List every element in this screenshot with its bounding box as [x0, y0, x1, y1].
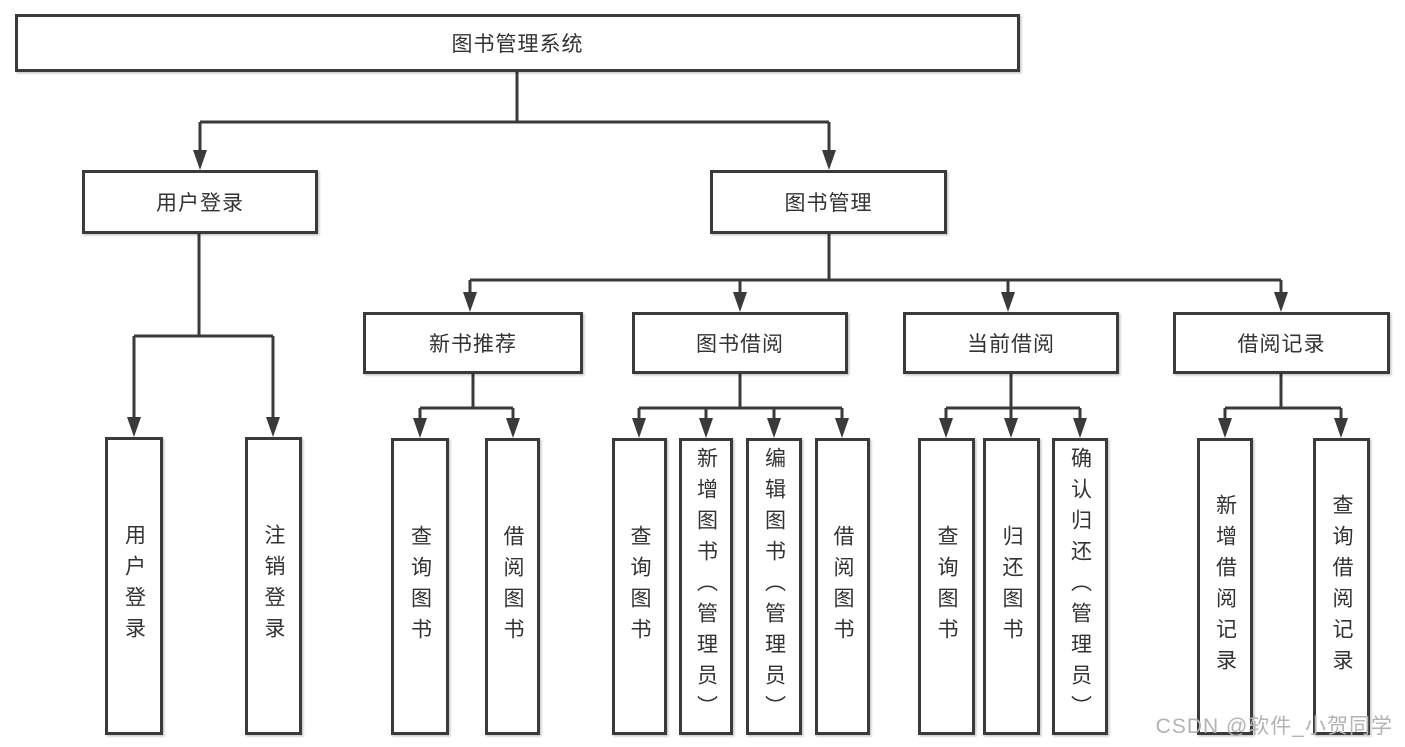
leaf-user-login: 用户登录	[105, 437, 163, 735]
leaf-br-add-record-label: 新增借阅记录	[1213, 493, 1237, 680]
leaf-user-login-label: 用户登录	[122, 524, 146, 648]
leaf-br-add-record: 新增借阅记录	[1197, 438, 1253, 735]
node-user-login: 用户登录	[82, 170, 318, 234]
leaf-bb-add-books-admin: 新增图书（管理员）	[679, 438, 733, 735]
leaf-br-query-record: 查询借阅记录	[1313, 438, 1370, 735]
leaf-nb-query-books: 查询图书	[391, 438, 449, 735]
arrowheads	[127, 150, 1348, 438]
leaf-cb-confirm-return-admin-label: 确认归还（管理员）	[1068, 447, 1092, 726]
leaf-bb-query-books-label: 查询图书	[628, 524, 651, 649]
node-root: 图书管理系统	[15, 14, 1020, 72]
leaf-nb-borrow-books: 借阅图书	[485, 438, 540, 735]
node-book-management-label: 图书管理	[784, 192, 873, 215]
leaf-bb-add-books-admin-label: 新增图书（管理员）	[694, 447, 718, 726]
leaf-cb-return-books-label: 归还图书	[1000, 524, 1023, 649]
leaf-logout-label: 注销登录	[262, 524, 285, 648]
node-new-book-recommend: 新书推荐	[363, 312, 583, 374]
node-new-book-recommend-label: 新书推荐	[429, 333, 517, 356]
leaf-bb-query-books: 查询图书	[612, 438, 667, 735]
leaf-bb-borrow-books-label: 借阅图书	[831, 524, 854, 649]
leaf-br-query-record-label: 查询借阅记录	[1330, 493, 1353, 680]
node-current-borrow: 当前借阅	[903, 312, 1119, 374]
leaf-nb-query-books-label: 查询图书	[408, 524, 432, 649]
node-borrow-records-label: 借阅记录	[1237, 333, 1326, 356]
node-book-management: 图书管理	[710, 170, 947, 234]
node-user-login-label: 用户登录	[156, 192, 244, 215]
node-borrow-records: 借阅记录	[1173, 312, 1390, 374]
leaf-bb-edit-books-admin: 编辑图书（管理员）	[746, 438, 802, 735]
leaf-cb-query-books: 查询图书	[918, 438, 975, 735]
leaf-bb-edit-books-admin-label: 编辑图书（管理员）	[762, 447, 786, 726]
leaf-cb-confirm-return-admin: 确认归还（管理员）	[1052, 438, 1108, 735]
leaf-cb-return-books: 归还图书	[983, 438, 1040, 735]
watermark: CSDN @软件_小贺同学	[1155, 715, 1393, 738]
node-book-borrow: 图书借阅	[632, 312, 848, 374]
leaf-logout: 注销登录	[245, 437, 302, 735]
node-book-borrow-label: 图书借阅	[696, 333, 784, 356]
leaf-cb-query-books-label: 查询图书	[935, 524, 958, 649]
node-current-borrow-label: 当前借阅	[967, 333, 1055, 356]
leaf-bb-borrow-books: 借阅图书	[815, 438, 870, 735]
node-root-label: 图书管理系统	[451, 33, 584, 56]
leaf-nb-borrow-books-label: 借阅图书	[501, 524, 524, 649]
